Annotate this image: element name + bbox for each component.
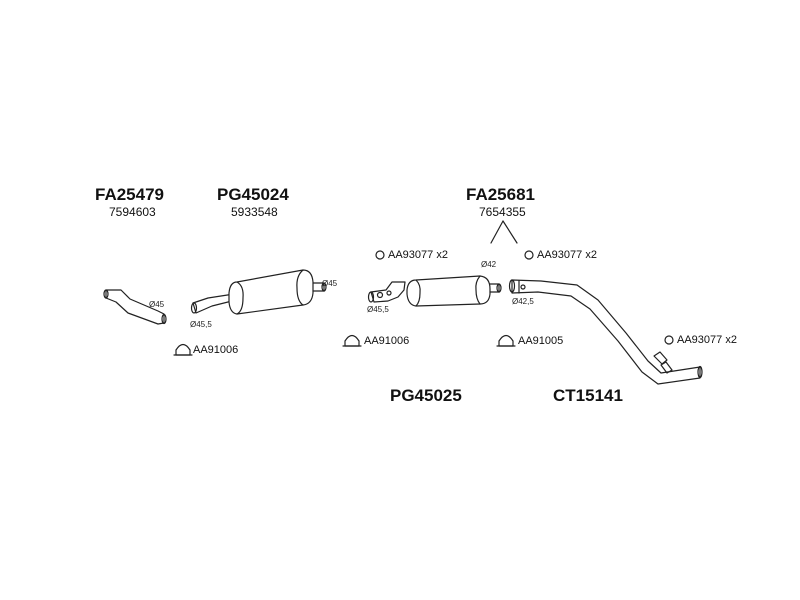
tail-pipe-ct15141 xyxy=(508,279,703,385)
ring-icon xyxy=(524,250,534,260)
ring-part-label: AA93077 x2 xyxy=(388,249,448,261)
middle-silencer-pg45024 xyxy=(190,269,327,315)
diameter-label: Ø45 xyxy=(149,300,165,309)
part-code-ct15141: CT15141 xyxy=(553,386,623,405)
diameter-label: Ø45,5 xyxy=(367,305,389,314)
clamp-icon xyxy=(496,334,516,347)
front-pipe-fa25479 xyxy=(103,289,167,325)
clamp-part-label: AA91005 xyxy=(518,335,564,347)
clamp-icon xyxy=(342,334,362,347)
oem-number-fa25479: 7594603 xyxy=(109,205,156,219)
ring-icon xyxy=(664,335,674,345)
part-code-pg45024: PG45024 xyxy=(217,185,289,204)
ring-part-label: AA93077 x2 xyxy=(677,334,737,346)
diameter-label: Ø45 xyxy=(322,279,338,288)
clamp-part-label: AA91006 xyxy=(364,335,410,347)
part-code-fa25681: FA25681 xyxy=(466,185,535,204)
diameter-label: Ø42 xyxy=(481,260,497,269)
fa25681-leader-lines xyxy=(490,220,518,244)
clamp-part-label: AA91006 xyxy=(193,344,239,356)
ring-part-label: AA93077 x2 xyxy=(537,249,597,261)
clamp-icon xyxy=(173,343,193,356)
diameter-label: Ø45,5 xyxy=(190,320,212,329)
diameter-label: Ø42,5 xyxy=(512,297,534,306)
rear-silencer-pg45025 xyxy=(367,275,502,307)
part-code-pg45025: PG45025 xyxy=(390,386,462,405)
ring-icon xyxy=(375,250,385,260)
part-code-fa25479: FA25479 xyxy=(95,185,164,204)
oem-number-fa25681: 7654355 xyxy=(479,205,526,219)
oem-number-pg45024: 5933548 xyxy=(231,205,278,219)
